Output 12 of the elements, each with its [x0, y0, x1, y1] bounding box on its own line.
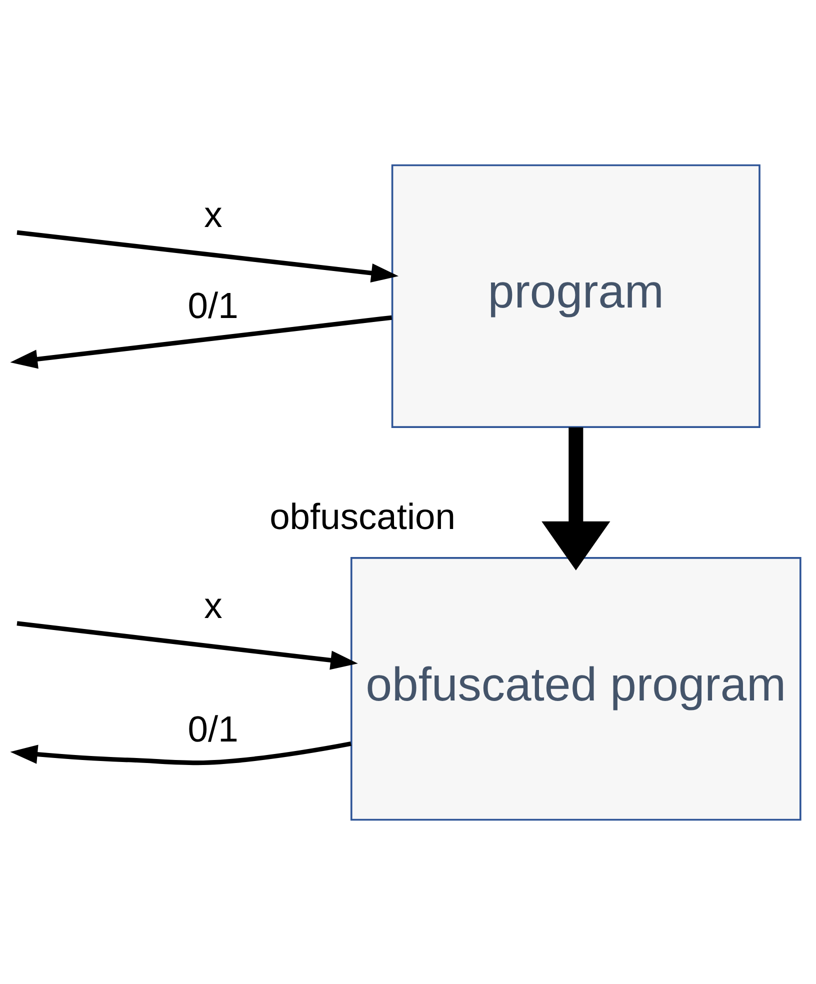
arrow — [542, 426, 610, 570]
node-box: obfuscated program — [350, 556, 802, 820]
edge-label: x — [204, 584, 222, 626]
edge-label: 0/1 — [188, 284, 238, 326]
edge-label: obfuscation — [270, 496, 456, 537]
arrow — [16, 620, 358, 670]
node-box: program — [391, 164, 760, 428]
edge-label: x — [204, 194, 222, 235]
arrow — [16, 230, 399, 282]
arrow — [10, 314, 392, 368]
arrow — [10, 740, 352, 765]
edge-label: 0/1 — [188, 708, 238, 750]
